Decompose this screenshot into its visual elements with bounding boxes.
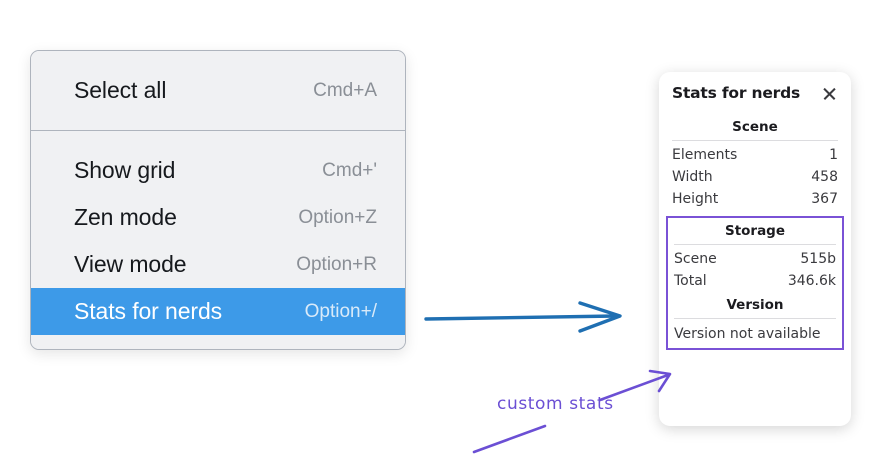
stat-value: 346.6k xyxy=(787,273,836,289)
menu-item-shortcut: Cmd+' xyxy=(322,159,377,181)
menu-item-label: View mode xyxy=(74,251,187,277)
section-header-version: Version xyxy=(726,297,784,313)
stat-value: 367 xyxy=(811,191,838,207)
purple-arrow-tail xyxy=(472,424,547,454)
canvas-context-menu[interactable]: Select all Cmd+A Show grid Cmd+' Zen mod… xyxy=(30,50,406,350)
menu-item-label: Stats for nerds xyxy=(74,298,223,324)
menu-item-shortcut: Option+/ xyxy=(304,300,377,322)
stats-section-custom: Storage Scene 515b Total 346.6k Version … xyxy=(666,216,844,350)
section-header-storage: Storage xyxy=(724,223,786,239)
stat-key: Scene xyxy=(674,251,717,267)
menu-item-label: Select all xyxy=(74,77,167,103)
menu-item-zen-mode[interactable]: Zen mode Option+Z xyxy=(31,194,405,241)
menu-group-1: Select all Cmd+A xyxy=(31,51,405,130)
section-header-scene: Scene xyxy=(732,119,778,135)
stats-for-nerds-panel: Stats for nerds Scene Elements 1 Width 4… xyxy=(659,72,851,426)
menu-group2-top-padding xyxy=(31,131,405,147)
menu-item-shortcut: Cmd+A xyxy=(313,79,377,101)
menu-item-shortcut: Option+R xyxy=(296,253,377,275)
menu-item-label: Zen mode xyxy=(74,204,177,230)
menu-item-stats-for-nerds[interactable]: Stats for nerds Option+/ xyxy=(31,288,405,335)
stat-key: Elements xyxy=(672,147,738,163)
section-rule xyxy=(672,140,838,141)
version-value: Version not available xyxy=(674,326,821,342)
menu-bottom-padding xyxy=(31,335,405,349)
stats-section-scene: Scene Elements 1 Width 458 Height 367 xyxy=(672,114,838,210)
menu-item-label: Show grid xyxy=(74,157,176,183)
menu-item-show-grid[interactable]: Show grid Cmd+' xyxy=(31,147,405,194)
menu-item-select-all[interactable]: Select all Cmd+A xyxy=(31,67,405,114)
stat-row-scene-storage: Scene 515b xyxy=(674,248,836,270)
stat-value: 515b xyxy=(800,251,836,267)
menu-divider xyxy=(31,130,405,131)
menu-group1-bottom-padding xyxy=(31,114,405,130)
stat-row-width: Width 458 xyxy=(672,166,838,188)
stat-value: 1 xyxy=(829,147,838,163)
menu-item-shortcut: Option+Z xyxy=(298,206,377,228)
stat-key: Height xyxy=(672,191,719,207)
stats-panel-title: Stats for nerds xyxy=(672,84,801,102)
stat-row-elements: Elements 1 xyxy=(672,144,838,166)
stat-value: 458 xyxy=(811,169,838,185)
section-rule xyxy=(674,318,836,319)
stat-key: Total xyxy=(674,273,707,289)
blue-arrow xyxy=(424,301,622,333)
stat-row-total-storage: Total 346.6k xyxy=(674,270,836,292)
menu-group-2: Show grid Cmd+' Zen mode Option+Z View m… xyxy=(31,131,405,349)
close-icon[interactable] xyxy=(821,85,838,102)
menu-top-padding xyxy=(31,51,405,67)
section-rule xyxy=(674,244,836,245)
stat-key: Width xyxy=(672,169,713,185)
custom-stats-annotation-label: custom stats xyxy=(497,394,614,414)
stat-row-height: Height 367 xyxy=(672,188,838,210)
menu-item-view-mode[interactable]: View mode Option+R xyxy=(31,241,405,288)
stats-panel-header: Stats for nerds xyxy=(672,84,838,102)
